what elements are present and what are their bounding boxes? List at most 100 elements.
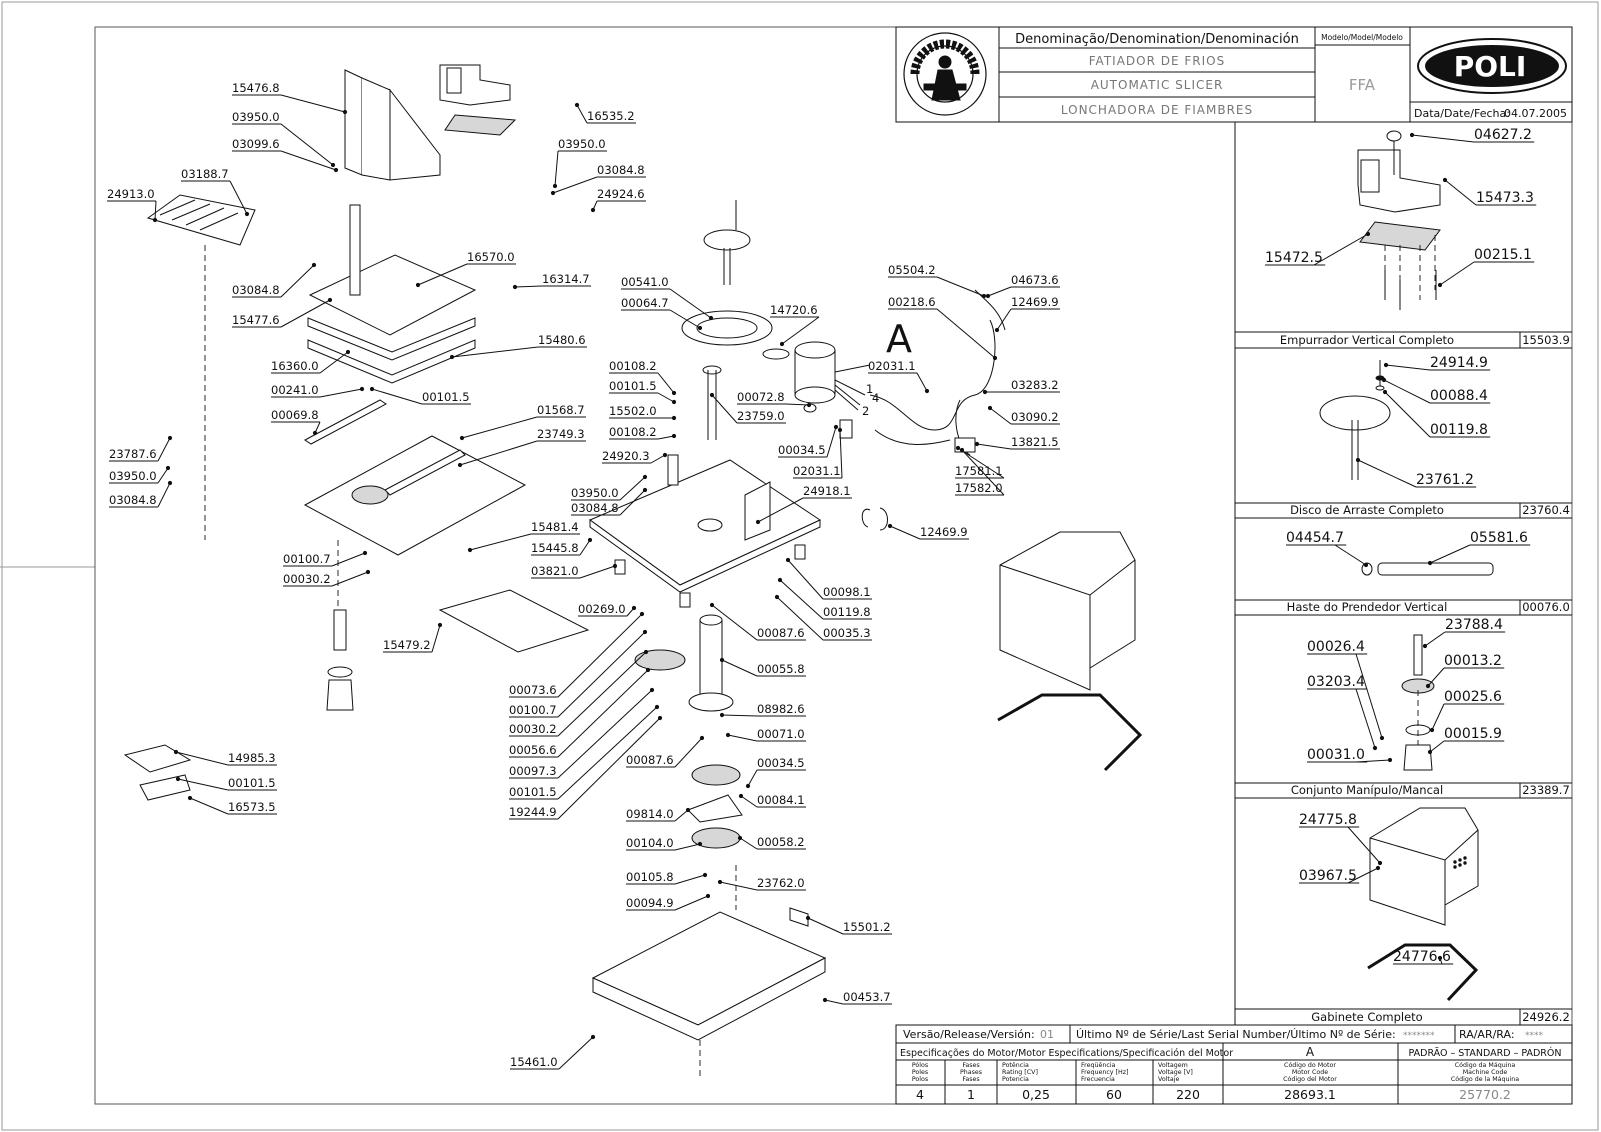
callout-05504-2-label: 05504.2 [888,263,936,277]
callout-08982-6-target [719,712,725,718]
callout-23759-0: 23759.0 [709,392,786,424]
callout-00218-6-target [992,355,998,361]
hdr-rating-en: Rating [CV] [1002,1069,1038,1076]
panel-4-callout-00026-4-label: 00026.4 [1307,639,1365,655]
callout-16360-0-label: 16360.0 [271,359,319,373]
callout-00087-6-target [709,602,715,608]
callout-00058-2-target [737,835,743,841]
denomination-header: Denominação/Denomination/Denominación [1015,32,1299,47]
callout-23762-0: 23762.0 [717,876,806,891]
callout-16535-2-label: 16535.2 [587,109,635,123]
callout-00058-2: 00058.2 [737,835,806,850]
callout-00105-8-leader [674,874,706,885]
callout-00218-6-leader [936,308,996,359]
callout-15481-4-leader [469,533,532,551]
callout-04673-6-target [985,293,991,299]
panel-4-callout-23788-4-label: 23788.4 [1445,617,1503,633]
panel-3-drawing [1361,562,1494,576]
hdr-motor-code-pt: Código do Motor [1284,1061,1336,1069]
callout-23787-6: 23787.6 [109,435,173,462]
cover-sheet [438,589,590,653]
bracket-lower-left [123,744,192,773]
callout-03950-0: 03950.0 [109,465,171,484]
callout-03188-7-target [244,211,250,217]
callout-00087-6-label: 00087.6 [626,753,674,767]
callout-00108-2-leader [657,435,675,440]
callout-00069-8-label: 00069.8 [271,408,319,422]
serial-label: Último Nº de Série/Last Serial Number/Úl… [1076,1028,1396,1041]
callout-16570-0-label: 16570.0 [467,250,515,264]
service-stamp [903,32,987,116]
panel-2-callout-24914-9-label: 24914.9 [1430,355,1488,371]
callout-17581-1-label: 17581.1 [955,464,1003,478]
callout-00108-2-target [671,390,677,396]
main-exploded-view: A 1 4 2 [123,64,1143,1080]
callout-03099-6-target [333,167,339,173]
callout-03950-0-target [642,474,648,480]
callout-03950-0: 03950.0 [552,137,607,189]
callout-00071-0: 00071.0 [725,727,806,742]
panel-4-title: Conjunto Manípulo/Mancal [1291,783,1443,797]
standard-label: PADRÃO – STANDARD – PADRÓN [1409,1047,1562,1059]
callout-03090-2-label: 03090.2 [1011,410,1059,424]
val-rating: 0,25 [1022,1087,1050,1102]
hdr-frequency-pt: Freqüência [1081,1061,1116,1069]
callout-02031-1-leader [839,429,843,479]
callout-23762-0-label: 23762.0 [757,876,805,890]
callout-16573-5: 16573.5 [187,795,277,815]
callout-03090-2-leader [989,407,1012,425]
callout-03084-8-target [550,190,556,196]
callout-23759-0-target [709,392,715,398]
callout-17582-0-target [959,447,965,453]
panel-2-callout-23761-2-target [1355,457,1361,463]
panel-5-title: Gabinete Completo [1311,1010,1422,1024]
wire-label-1: 1 [866,382,873,396]
val-motor-code: 28693.1 [1284,1087,1336,1102]
callout-24924-6: 24924.6 [590,187,646,213]
callout-17582-0-leader [961,449,1005,496]
callout-19244-9-label: 19244.9 [509,805,557,819]
callout-layer: 15476.803950.003099.603188.724913.003084… [107,81,1537,1070]
callout-16535-2-leader [576,104,588,124]
callout-00069-8-target [312,430,318,436]
panel-4-callout-03203-4-label: 03203.4 [1307,674,1365,690]
callout-12469-9-label: 12469.9 [1011,295,1059,309]
callout-00035-3: 00035.3 [774,594,872,641]
callout-00269-0-target [631,605,637,611]
callout-03084-8-label: 03084.8 [109,493,157,507]
callout-04673-6-leader [987,286,1012,297]
drawing-border [94,26,1573,1105]
callout-15445-8-label: 15445.8 [531,541,579,555]
callout-00098-1-target [785,557,791,563]
callout-15445-8: 15445.8 [531,537,593,556]
callout-23787-6-target [167,435,173,441]
hdr-poles-en: Poles [912,1069,928,1076]
ra-label: RA/AR/RA: [1459,1028,1515,1041]
callout-00101-5-target [671,399,677,405]
callout-15479-2-target [437,622,443,628]
callout-08982-6: 08982.6 [719,702,806,718]
callout-24918-1-leader [757,497,804,523]
callout-03099-6-leader [280,150,337,171]
hdr-phases-en: Phases [960,1069,982,1076]
panel-3-callout-05581-6-label: 05581.6 [1470,530,1528,546]
callout-02031-1-label: 02031.1 [868,359,916,373]
callout-00241-0: 00241.0 [271,383,365,398]
callout-00084-1-target [738,793,744,799]
callout-24918-1: 24918.1 [755,484,852,525]
callout-00105-8: 00105.8 [626,870,708,885]
motor [794,289,1006,456]
callout-00087-6: 00087.6 [709,602,806,641]
callout-15476-8: 15476.8 [232,81,348,115]
hdr-phases-es: Fases [962,1076,979,1083]
panel-2-callout-00119-8: 00119.8 [1382,389,1491,438]
callout-00101-5-label: 00101.5 [422,390,470,404]
callout-00100-7-target [642,629,648,635]
callout-15445-8-target [587,537,593,543]
panel-1-callout-04627-2-label: 04627.2 [1474,127,1532,143]
callout-15479-2: 15479.2 [383,622,443,653]
callout-04673-6: 04673.6 [985,273,1060,299]
callout-00035-3-leader [776,596,824,641]
callout-00108-2-target [671,433,677,439]
callout-15445-8-leader [579,539,591,556]
